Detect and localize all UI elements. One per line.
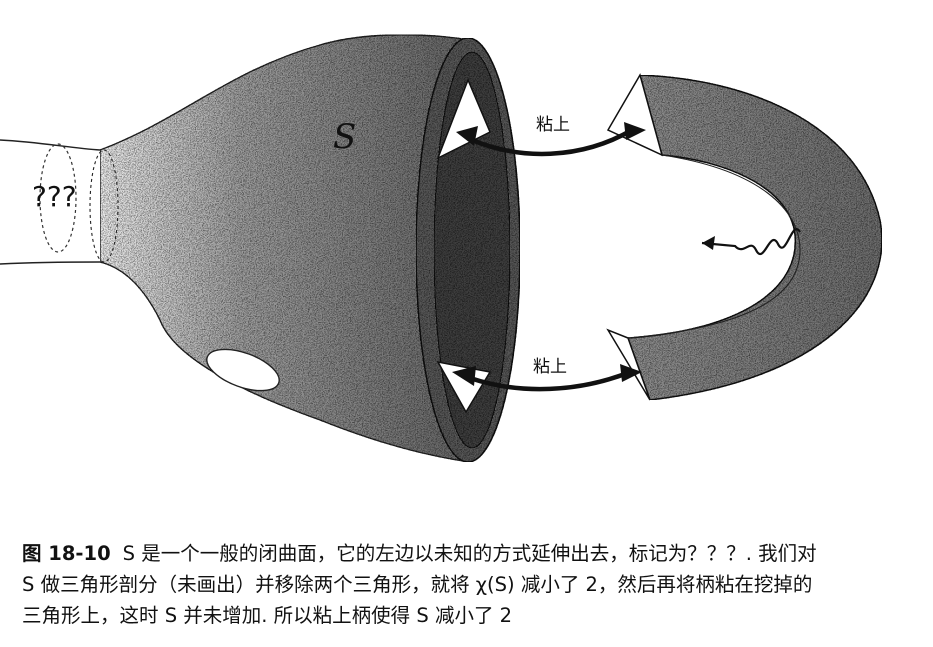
surface-hole [206, 348, 280, 392]
figure-illustration: S ??? 粘上 粘上 [0, 34, 883, 463]
glue-arrow-top [456, 122, 646, 157]
caption-text-1: S 是一个一般的闭曲面，它的左边以未知的方式延伸出去，标记为？？？. 我们对 [122, 542, 817, 565]
removed-triangle-top [436, 77, 491, 160]
figure-caption: 图 18-10 S 是一个一般的闭曲面，它的左边以未知的方式延伸出去，标记为？？？… [22, 538, 917, 631]
glue-arrow-bottom [452, 364, 642, 392]
handle [606, 73, 883, 401]
caption-label: 图 18-10 [22, 542, 111, 565]
unknown-region-ellipse [39, 143, 77, 253]
neck-seam [89, 149, 119, 263]
glue-label-top: 粘上 [536, 115, 570, 135]
neck-tube [0, 139, 101, 265]
surface-rim [415, 37, 521, 463]
handle-end-bottom [606, 328, 651, 401]
caption-line-3: 三角形上，这时 S 并未增加. 所以粘上柄使得 S 减小了 2 [22, 604, 513, 627]
surface-label: S [333, 117, 356, 157]
glue-label-bottom: 粘上 [533, 357, 567, 377]
surface-body [89, 34, 503, 463]
caption-line-1: 图 18-10 S 是一个一般的闭曲面，它的左边以未知的方式延伸出去，标记为？？？… [22, 538, 917, 569]
unknown-label: ??? [32, 180, 77, 213]
removed-triangle-bottom [436, 360, 492, 414]
wavy-arrow [701, 228, 801, 255]
caption-line-2: S 做三角形剖分（未画出）并移除两个三角形，就将 χ(S) 减小了 2，然后再将… [22, 573, 813, 596]
